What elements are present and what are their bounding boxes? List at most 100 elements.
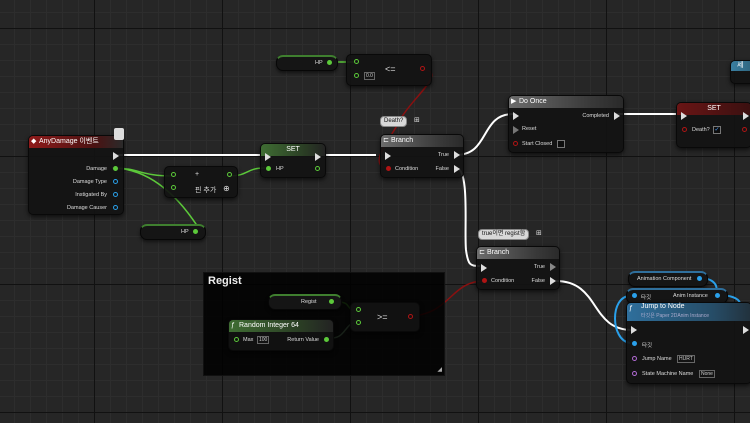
damage-type-label: Damage Type (72, 179, 107, 185)
compare-ge-a-pin[interactable] (356, 307, 361, 312)
branch1-comment: Death? (380, 116, 408, 127)
branch2-false-pin[interactable] (550, 277, 556, 285)
set-hp-label: HP (276, 166, 284, 172)
do-once-start-closed-pin[interactable] (513, 141, 518, 146)
branch1-condition-pin[interactable] (386, 166, 391, 171)
jump-name-pin[interactable] (632, 356, 637, 361)
add-pin-icon[interactable]: ⊕ (223, 184, 230, 193)
set-death-exec-in[interactable] (681, 112, 687, 120)
do-once-node[interactable]: ▶ Do Once Completed Reset Start Closed (508, 95, 624, 153)
random-int-return-pin[interactable] (324, 337, 329, 342)
damage-pin[interactable] (113, 166, 118, 171)
branch2-exec-in[interactable] (481, 264, 487, 272)
compare-ge-out-pin[interactable] (408, 314, 413, 319)
random-int-max-pin[interactable] (234, 337, 239, 342)
compare-le-b-pin[interactable] (354, 73, 359, 78)
add-b-pin[interactable] (171, 185, 176, 190)
set-hp-header: SET (261, 144, 325, 156)
hp-getter-bottom-pin[interactable] (193, 229, 198, 234)
random-int-title: Random Integer 64 (239, 322, 299, 329)
state-machine-name-input[interactable]: None (699, 370, 715, 378)
anim-instance-label: Anim Instance (673, 293, 708, 299)
set-death-node[interactable]: SET Death? ✓ (676, 102, 750, 148)
comment-pin-icon[interactable]: ⊞ (536, 230, 542, 237)
jump-to-node-exec-in[interactable] (631, 326, 637, 334)
branch1-false-label: False (435, 166, 449, 172)
jump-to-node-target-pin[interactable] (632, 341, 637, 346)
compare-ge-node[interactable]: >= (350, 302, 420, 332)
branch2-false-label: False (531, 278, 545, 284)
do-once-completed-pin[interactable] (614, 112, 620, 120)
compare-le-out-pin[interactable] (420, 66, 425, 71)
comment-pin-icon[interactable]: ⊞ (414, 117, 420, 124)
network-icon (114, 128, 124, 140)
regist-getter[interactable]: Regist (268, 294, 342, 310)
anim-instance-getter[interactable]: 타깃 Anim Instance (626, 288, 728, 304)
random-int-max-input[interactable]: 100 (257, 336, 270, 344)
branch1-title: Branch (391, 137, 414, 144)
compare-le-node[interactable]: 0.0 <= (346, 54, 432, 86)
set-death-out-pin[interactable] (742, 127, 747, 132)
set-hp-exec-in[interactable] (265, 153, 271, 161)
compare-le-value[interactable]: 0.0 (364, 72, 375, 80)
offscreen-set-node[interactable]: 세 (730, 60, 750, 84)
jump-to-node-title: Jump to Node (641, 303, 685, 310)
branch2-condition-pin[interactable] (482, 278, 487, 283)
resize-grip-icon[interactable]: ◢ (437, 367, 442, 373)
branch2-true-pin[interactable] (550, 263, 556, 271)
do-once-exec-in[interactable] (513, 112, 519, 120)
animation-component-pin[interactable] (697, 276, 702, 281)
add-out-pin[interactable] (227, 172, 232, 177)
exec-out-pin[interactable] (113, 152, 119, 160)
jump-name-label: Jump Name (642, 356, 672, 362)
anydamage-event-node[interactable]: ◆ AnyDamage 이벤트 Damage Damage Type Insti… (28, 135, 124, 215)
set-hp-node[interactable]: SET HP (260, 143, 326, 178)
branch1-true-pin[interactable] (454, 151, 460, 159)
hp-getter-bottom[interactable]: HP (140, 224, 206, 240)
hp-getter-top-pin[interactable] (327, 60, 332, 65)
add-pin-label[interactable]: 핀 추가 (195, 187, 217, 194)
instigated-by-pin[interactable] (113, 192, 118, 197)
animation-component-getter[interactable]: Animation Component (628, 271, 708, 287)
state-machine-name-pin[interactable] (632, 371, 637, 376)
state-machine-name-label: State Machine Name (642, 371, 694, 377)
set-death-checkbox[interactable]: ✓ (713, 126, 721, 134)
regist-getter-pin[interactable] (329, 299, 334, 304)
add-node[interactable]: + 핀 추가 ⊕ (164, 166, 238, 198)
jump-to-node-exec-out[interactable] (743, 326, 749, 334)
do-once-start-closed-checkbox[interactable] (557, 140, 565, 148)
set-hp-exec-out[interactable] (315, 153, 321, 161)
set-death-exec-out[interactable] (743, 112, 749, 120)
set-hp-in-pin[interactable] (266, 166, 271, 171)
do-once-reset-pin[interactable] (513, 126, 519, 134)
damage-causer-pin[interactable] (113, 205, 118, 210)
compare-ge-b-pin[interactable] (356, 320, 361, 325)
damage-causer-label: Damage Causer (66, 205, 107, 211)
random-int-header: ƒ Random Integer 64 (229, 320, 333, 332)
branch1-node[interactable]: ⊏ Branch Condition True False (380, 134, 464, 178)
offscreen-set-title: 세 (737, 62, 744, 69)
hp-getter-top[interactable]: HP (276, 55, 338, 71)
anim-instance-target-pin[interactable] (632, 293, 637, 298)
damage-label: Damage (86, 166, 107, 172)
branch1-false-pin[interactable] (454, 165, 460, 173)
branch1-exec-in[interactable] (385, 152, 391, 160)
do-once-header: ▶ Do Once (509, 96, 623, 108)
jump-to-node-node[interactable]: ƒ Jump to Node 타깃은 Paper 2DAnim Instance… (626, 302, 750, 384)
set-death-in-pin[interactable] (682, 127, 687, 132)
compare-le-a-pin[interactable] (354, 59, 359, 64)
do-once-title: Do Once (519, 98, 547, 105)
regist-getter-label: Regist (301, 299, 317, 305)
anim-instance-out-pin[interactable] (715, 293, 720, 298)
offscreen-set-header: 세 (731, 61, 750, 71)
set-hp-title: SET (286, 146, 300, 153)
random-int-node[interactable]: ƒ Random Integer 64 Max 100 Return Value (228, 319, 334, 351)
do-once-start-closed-label: Start Closed (522, 141, 553, 147)
branch-icon: ⊏ (383, 137, 389, 144)
branch2-true-label: True (533, 264, 545, 270)
branch2-node[interactable]: ⊏ Branch Condition True False (476, 246, 560, 290)
set-hp-out-pin[interactable] (315, 166, 320, 171)
damage-type-pin[interactable] (113, 179, 118, 184)
add-a-pin[interactable] (171, 172, 176, 177)
jump-name-input[interactable]: HURT (677, 355, 695, 363)
